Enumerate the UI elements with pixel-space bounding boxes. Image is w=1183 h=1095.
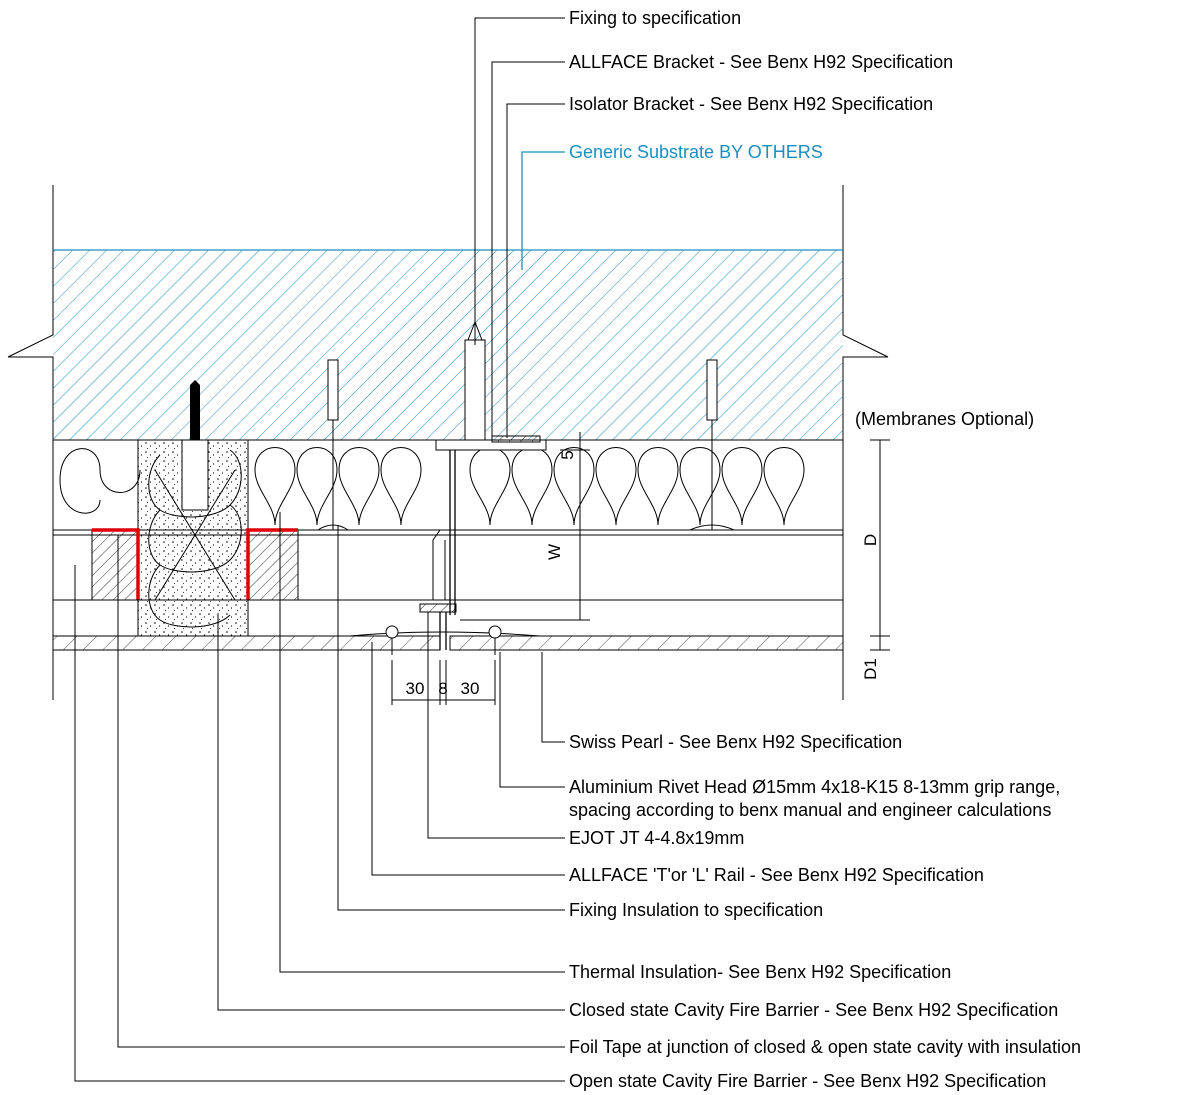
dim-center-8: 8 <box>438 679 447 698</box>
insulation-loop <box>595 447 637 526</box>
dim-right-30: 30 <box>461 679 480 698</box>
insulation-fixings <box>181 359 735 531</box>
dim-d1: D1 <box>861 658 880 680</box>
callout-allface-bracket: ALLFACE Bracket - See Benx H92 Specifica… <box>569 52 953 72</box>
insulation-loops <box>254 447 805 526</box>
insulation-loop <box>637 447 679 526</box>
insulation-loop <box>254 447 296 526</box>
insulation-loop <box>338 447 380 526</box>
dim-w: W <box>545 544 564 560</box>
insulation-loop <box>469 447 511 526</box>
callout-thermal-insulation: Thermal Insulation- See Benx H92 Specifi… <box>569 962 951 982</box>
callout-substrate: Generic Substrate BY OTHERS <box>569 142 823 162</box>
callout-isolator-bracket: Isolator Bracket - See Benx H92 Specific… <box>569 94 933 114</box>
insulation-loop <box>380 447 422 526</box>
dim-left-30: 30 <box>406 679 425 698</box>
foil-tape <box>92 528 298 600</box>
insulation-loop <box>763 447 805 526</box>
callouts-top: Fixing to specification ALLFACE Bracket … <box>569 8 1034 429</box>
callout-foil-tape: Foil Tape at junction of closed & open s… <box>569 1037 1081 1057</box>
callout-fixing: Fixing to specification <box>569 8 741 28</box>
dim-d: D <box>861 534 880 546</box>
callout-rivet-line2: spacing according to benx manual and eng… <box>569 800 1051 820</box>
callout-rivet-line1: Aluminium Rivet Head Ø15mm 4x18-K15 8-13… <box>569 777 1060 797</box>
callouts-bottom: Swiss Pearl - See Benx H92 Specification… <box>569 732 1081 1091</box>
insulation-loop <box>679 447 721 526</box>
dim-five: 5 <box>558 450 577 459</box>
callout-rail: ALLFACE 'T'or 'L' Rail - See Benx H92 Sp… <box>569 865 984 885</box>
callout-closed-barrier: Closed state Cavity Fire Barrier - See B… <box>569 1000 1058 1020</box>
rivets <box>385 625 502 655</box>
callout-swiss-pearl: Swiss Pearl - See Benx H92 Specification <box>569 732 902 752</box>
membranes-label: (Membranes Optional) <box>855 409 1034 429</box>
swiss-pearl-panel <box>52 635 844 651</box>
allface-bracket <box>349 320 547 650</box>
insulation-loop <box>553 447 595 526</box>
callout-fixing-insulation: Fixing Insulation to specification <box>569 900 823 920</box>
insulation-loop <box>511 447 553 526</box>
generic-substrate <box>53 249 843 441</box>
leader-lines-top <box>474 17 565 440</box>
insulation-loop <box>721 447 763 526</box>
dimensions: W 5 D D1 30 8 30 <box>391 432 890 705</box>
leader-lines-bottom <box>74 512 565 1082</box>
callout-ejot: EJOT JT 4-4.8x19mm <box>569 828 744 848</box>
callout-open-barrier: Open state Cavity Fire Barrier - See Ben… <box>569 1071 1046 1091</box>
insulation-loop <box>296 447 338 526</box>
